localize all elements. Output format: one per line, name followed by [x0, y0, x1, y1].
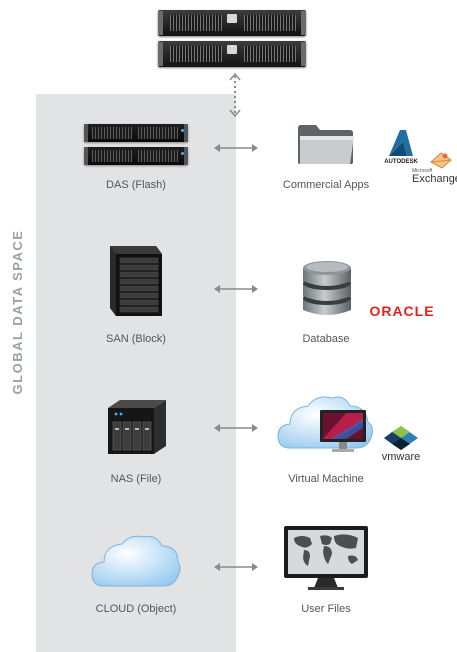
workload-label-database: Database [302, 333, 350, 345]
autodesk-a-icon [389, 130, 413, 156]
vertical-dotted-arrow [229, 72, 241, 118]
arrow-nas-virtual-machine [214, 424, 258, 432]
exchange-logo: Microsoft Exchange [410, 150, 457, 192]
san-block-tower-icon [110, 246, 162, 316]
cloud-object-icon [91, 535, 181, 587]
database-icon [303, 261, 351, 315]
exchange-microsoft-text: Microsoft [412, 168, 433, 174]
storage-label-das: DAS (Flash) [106, 179, 166, 191]
storage-label-cloud: CLOUD (Object) [95, 603, 177, 615]
autodesk-wordmark: AUTODESK [384, 159, 418, 165]
nas-file-device-icon [108, 400, 166, 454]
workload-label-commercial-apps: Commercial Apps [282, 179, 370, 191]
exchange-envelope-icon [430, 152, 452, 169]
folder-icon [298, 125, 354, 164]
oracle-logo: ORACLE [369, 303, 435, 319]
workload-label-virtual-machine: Virtual Machine [288, 473, 364, 485]
arrow-das-commercial [214, 144, 258, 152]
user-files-monitor-icon [284, 526, 368, 590]
global-data-space-label: GLOBAL DATA SPACE [10, 229, 25, 395]
virtual-machine-cloud-monitor-icon [277, 396, 374, 452]
autodesk-logo: AUTODESK [380, 128, 422, 170]
storage-label-nas: NAS (File) [110, 473, 162, 485]
das-flash-server-icon [84, 124, 188, 166]
arrow-cloud-user-files [214, 563, 258, 571]
top-appliance [158, 10, 306, 68]
workload-label-user-files: User Files [301, 603, 351, 615]
exchange-wordmark: Exchange [412, 173, 457, 185]
vmware-logo: vmware [376, 424, 426, 464]
arrow-san-database [214, 285, 258, 293]
vmware-wordmark: vmware [381, 451, 421, 463]
vmware-mark-icon [384, 426, 418, 450]
storage-label-san: SAN (Block) [106, 333, 166, 345]
